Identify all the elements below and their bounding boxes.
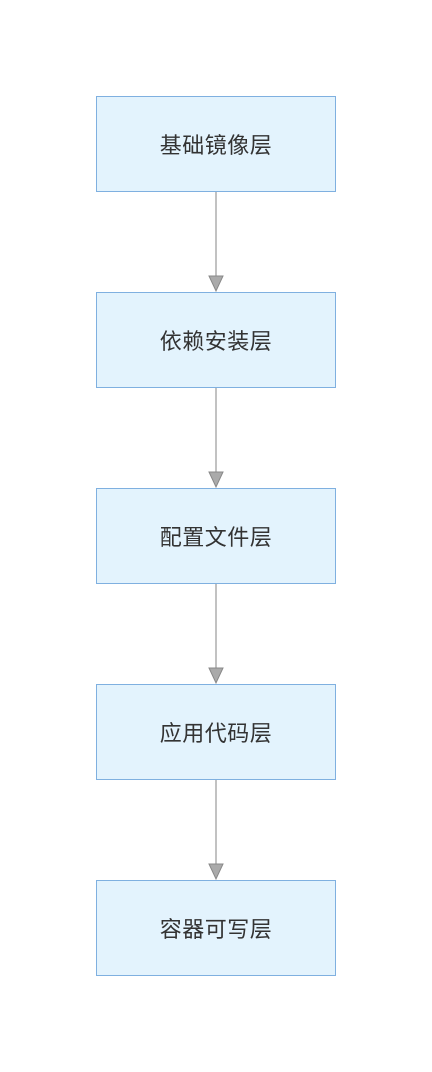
node-label: 配置文件层	[159, 526, 273, 551]
node-dependency-install-layer: 依赖安装层	[96, 292, 336, 388]
node-container-writable-layer: 容器可写层	[96, 880, 336, 976]
node-label: 依赖安装层	[159, 330, 273, 355]
edge-n0-n1	[208, 192, 224, 293]
node-label: 基础镜像层	[159, 134, 273, 159]
edge-n2-n3	[208, 584, 224, 685]
node-label: 应用代码层	[159, 722, 273, 747]
node-config-file-layer: 配置文件层	[96, 488, 336, 584]
node-app-code-layer: 应用代码层	[96, 684, 336, 780]
edge-n3-n4	[208, 780, 224, 881]
edge-n1-n2	[208, 388, 224, 489]
node-base-image-layer: 基础镜像层	[96, 96, 336, 192]
node-label: 容器可写层	[159, 918, 273, 943]
